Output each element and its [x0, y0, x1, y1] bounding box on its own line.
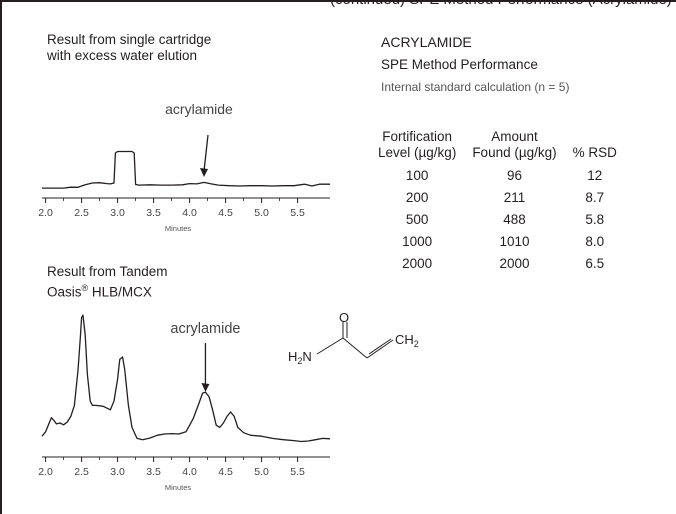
c1-tick-label-3: 3.5 — [146, 207, 161, 219]
table-cell: 8.0 — [585, 234, 605, 249]
clipped-header-text: (continued) SPE Method Performance (Acry… — [330, 0, 672, 8]
bond-c-ch — [342, 337, 368, 359]
table-cell: 12 — [587, 168, 603, 183]
table-header-line: Amount — [491, 129, 538, 144]
table-row: 200 211 8.7 — [370, 187, 625, 209]
method-header: ACRYLAMIDE SPE Method Performance Intern… — [381, 34, 569, 94]
table-cell: 500 — [405, 212, 429, 227]
c2-annotation-label: acrylamide — [170, 321, 240, 337]
table-cell: 1000 — [402, 234, 433, 249]
c2-tick-label-3: 3.5 — [146, 466, 161, 478]
table-header-line: % RSD — [572, 145, 617, 160]
table-row: 500 488 5.8 — [370, 209, 625, 231]
bond-ch-ch2-b — [368, 338, 392, 355]
c1-tick-label-5: 4.5 — [218, 207, 233, 219]
c2-tick-label-4: 4.0 — [182, 466, 197, 478]
table-header-cell: % RSD — [565, 129, 625, 165]
c1-annotation-arrow-head — [200, 168, 208, 177]
c2-tick-label-0: 2.0 — [38, 466, 53, 478]
table-row: 100 96 12 — [370, 165, 625, 187]
panel1-title-line1: Result from single cartridge — [47, 32, 212, 47]
c2-x-axis-label: Minutes — [165, 483, 192, 492]
c1-tick-label-6: 5.0 — [254, 207, 269, 219]
c1-annotation-arrow-shaft — [203, 134, 209, 172]
table-cell: 100 — [405, 168, 429, 183]
panel2-title-line2: Oasis® HLB/MCX — [47, 283, 152, 300]
c1-tick-label-0: 2.0 — [38, 207, 53, 219]
panel1-title-line2: with excess water elution — [47, 48, 198, 63]
c2-trace — [41, 314, 331, 443]
table-cell: 1010 — [499, 234, 530, 249]
method-title: ACRYLAMIDE — [381, 34, 472, 50]
panel1-title: Result from single cartridge with excess… — [47, 32, 211, 64]
table-header-line — [573, 129, 617, 145]
c1-tick-label-2: 3.0 — [110, 207, 125, 219]
table-cell: 6.5 — [585, 256, 605, 271]
c1-x-axis-label: Minutes — [165, 224, 192, 233]
c1-tick-label-1: 2.5 — [74, 207, 89, 219]
table-row: 1000 1010 8.0 — [370, 231, 625, 253]
c2-annotation-arrow-head — [201, 383, 210, 392]
c2-tick-label-2: 3.0 — [110, 466, 125, 478]
table-cell: 5.8 — [585, 212, 605, 227]
panel2-title-line1: Result from Tandem — [47, 264, 168, 279]
table-header-line: Found (µg/kg) — [472, 145, 557, 160]
c2-tick-label-7: 5.5 — [290, 466, 305, 478]
table-cell: 8.7 — [585, 190, 605, 205]
acrylamide-structure: H2N O CH2 — [288, 312, 419, 366]
table-cell: 211 — [503, 190, 526, 205]
c1-trace — [42, 150, 330, 189]
table-header-line: Fortification — [382, 129, 453, 144]
c2-tick-label-6: 5.0 — [254, 466, 269, 478]
table-header-line: Level (µg/kg) — [378, 145, 457, 160]
table-row: 2000 2000 6.5 — [370, 253, 625, 275]
molecule-h2n-label: H2N — [288, 349, 312, 366]
c1-annotation-label: acrylamide — [165, 101, 233, 117]
molecule-ch2-label: CH2 — [395, 332, 419, 349]
c2-tick-label-5: 4.5 — [218, 466, 233, 478]
table-cell: 2000 — [499, 256, 530, 271]
table-cell: 96 — [506, 168, 522, 183]
c2-tick-label-1: 2.5 — [74, 466, 89, 478]
method-subtitle: SPE Method Performance — [381, 57, 538, 72]
table-body: 100 96 12 200 211 8.7 500 488 5.8 1000 1010 8.0 2000… — [370, 165, 625, 275]
panel2-title: Result from Tandem Oasis® HLB/MCX — [47, 264, 168, 301]
table-cell: 488 — [503, 212, 526, 227]
c1-tick-label-4: 4.0 — [182, 207, 197, 219]
table-cell: 2000 — [402, 256, 433, 271]
table-cell: 200 — [405, 190, 429, 205]
c1-tick-label-7: 5.5 — [290, 207, 305, 219]
bond-n-c — [316, 337, 344, 355]
molecule-o-label: O — [339, 312, 349, 325]
bond-ch-ch2-a — [366, 339, 394, 359]
method-note: Internal standard calculation (n = 5) — [381, 80, 570, 94]
